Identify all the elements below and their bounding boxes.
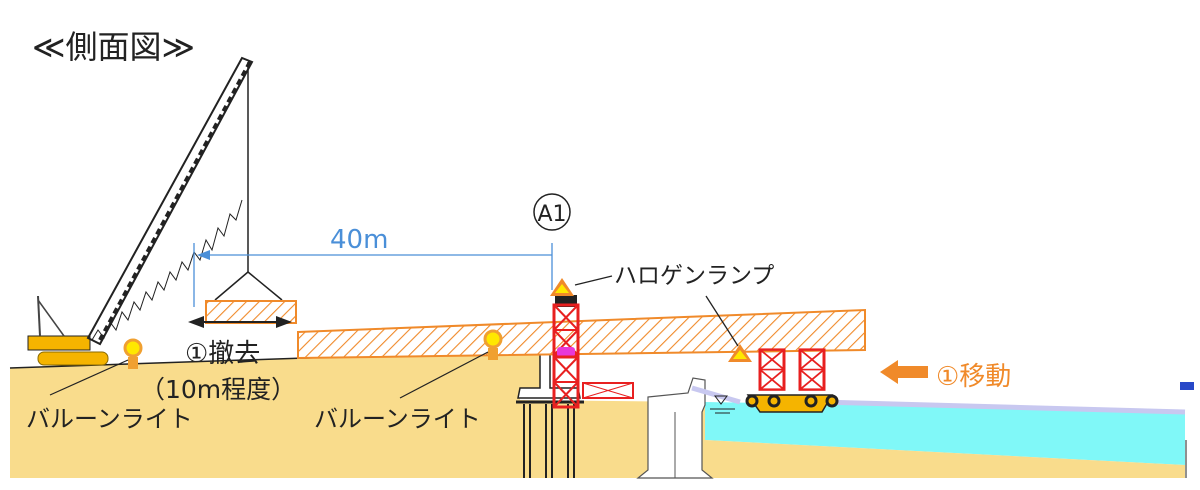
seabed — [705, 440, 1185, 478]
halogen-lamp-label: ハロゲンランプ — [614, 263, 774, 289]
ground-left — [10, 350, 548, 478]
leader-line — [705, 295, 739, 347]
support-frame — [582, 382, 634, 399]
halogen-lamp-icon — [550, 278, 574, 296]
move-label: ①移動 — [936, 362, 1011, 392]
leader-line — [49, 359, 129, 396]
balloon-light-icon-2 — [483, 329, 503, 360]
balloon-light-label: バルーンライト — [26, 405, 193, 433]
distance-label: 40m — [330, 225, 388, 255]
dimension-40m — [193, 243, 553, 307]
balloon-light-label-2: バルーンライト — [314, 405, 481, 433]
barge — [745, 348, 839, 413]
leader-line — [399, 351, 489, 399]
water-level-icon — [710, 395, 735, 414]
move-arrow-icon — [880, 360, 928, 384]
diagram-title: ≪側面図≫ — [32, 28, 195, 66]
removal-label: ①撤去 — [185, 339, 260, 369]
halogen-lamp-icon-2 — [728, 344, 752, 362]
pier-label: A1 — [537, 202, 566, 227]
edge-marker — [1180, 382, 1194, 390]
balloon-light-icon — [123, 338, 143, 369]
pier-foundation — [636, 377, 714, 479]
pier-marker-circle — [533, 193, 571, 231]
water — [705, 402, 1185, 465]
leader-line — [574, 275, 613, 286]
removal-arrow — [188, 316, 292, 328]
crawler-crane — [27, 56, 283, 366]
slope-line-right — [819, 399, 1186, 415]
slope-line-left — [691, 385, 741, 405]
abutment-a1 — [516, 349, 584, 478]
removal-length-label: （10m程度） — [140, 375, 296, 404]
bent-tower-a1 — [552, 295, 580, 409]
